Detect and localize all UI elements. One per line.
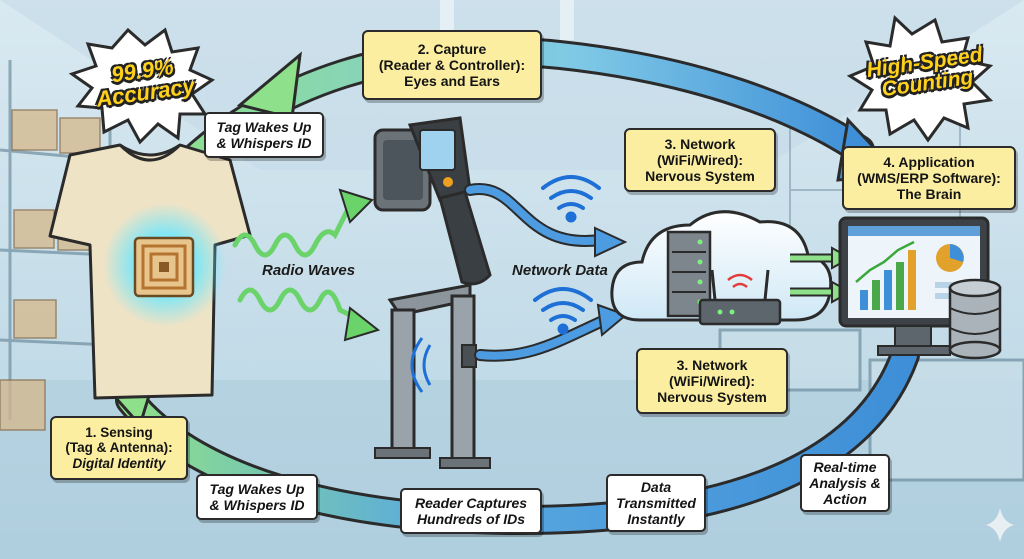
data-transmitted-line-3: Instantly (627, 511, 685, 528)
wifi-icon (541, 175, 601, 223)
step-capture-box: 2. Capture (Reader & Controller): Eyes a… (362, 30, 542, 100)
step-network-bottom-subtitle: (WiFi/Wired): (668, 372, 756, 389)
step-network-top-title: 3. Network (664, 135, 736, 152)
step-network-top-role: Nervous System (645, 168, 755, 185)
step-network-bottom-title: 3. Network (676, 356, 748, 373)
step-capture-title: 2. Capture (417, 40, 487, 57)
step-sensing-subtitle: (Tag & Antenna): (65, 440, 173, 456)
radio-wave-arrowhead-bottom (343, 306, 381, 342)
reader-captures-line-1: Reader Captures (414, 494, 528, 511)
step-application-role: The Brain (896, 186, 962, 203)
step-sensing-box: 1. Sensing (Tag & Antenna): Digital Iden… (50, 416, 188, 480)
speed-starburst (846, 15, 994, 143)
tag-wakes-bottom-line-1: Tag Wakes Up (209, 480, 305, 497)
rfid-portal-icon (374, 283, 491, 469)
step-network-bottom-role: Nervous System (657, 389, 767, 406)
flow-label-reader-captures: Reader Captures Hundreds of IDs (400, 488, 542, 534)
step-application-box: 4. Application (WMS/ERP Software): The B… (842, 146, 1016, 210)
flow-label-tag-wakes-bottom: Tag Wakes Up & Whispers ID (196, 474, 318, 520)
accuracy-starburst (68, 27, 216, 145)
step-application-subtitle: (WMS/ERP Software): (857, 169, 1001, 186)
step-application-title: 4. Application (883, 153, 975, 170)
radio-wave-arrows (232, 202, 363, 323)
step-network-top-subtitle: (WiFi/Wired): (656, 151, 744, 168)
step-capture-role: Eyes and Ears (404, 73, 500, 90)
tag-wakes-top-line-2: & Whispers ID (216, 135, 312, 151)
flow-label-realtime: Real-time Analysis & Action (800, 454, 890, 512)
realtime-line-1: Real-time (813, 458, 877, 475)
step-sensing-role: Digital Identity (72, 455, 166, 471)
wifi-icon-lower (533, 287, 593, 335)
router-icon (698, 269, 782, 326)
database-icon (948, 278, 1002, 360)
data-transmitted-line-2: Transmitted (616, 494, 696, 511)
network-arrowhead-top (594, 226, 628, 258)
step-network-bottom-box: 3. Network (WiFi/Wired): Nervous System (636, 348, 788, 414)
flow-label-data-transmitted: Data Transmitted Instantly (606, 474, 706, 532)
radio-wave-arrowhead-top (338, 188, 374, 224)
flow-label-tag-wakes-top: Tag Wakes Up & Whispers ID (204, 112, 324, 158)
step-sensing-title: 1. Sensing (85, 424, 153, 440)
realtime-line-3: Action (823, 491, 867, 508)
realtime-line-2: Analysis & (809, 474, 881, 491)
rfid-tag-icon (133, 236, 195, 298)
radio-waves-label: Radio Waves (262, 262, 356, 279)
step-network-top-box: 3. Network (WiFi/Wired): Nervous System (624, 128, 776, 192)
tag-wakes-bottom-line-2: & Whispers ID (209, 497, 305, 513)
network-data-arrows (464, 183, 611, 362)
step-capture-subtitle: (Reader & Controller): (378, 56, 526, 73)
data-transmitted-line-1: Data (640, 478, 672, 495)
network-data-label: Network Data (512, 262, 608, 279)
tag-wakes-top-line-1: Tag Wakes Up (216, 118, 312, 135)
sparkle-icon (986, 508, 1014, 542)
reader-captures-line-2: Hundreds of IDs (416, 511, 526, 527)
